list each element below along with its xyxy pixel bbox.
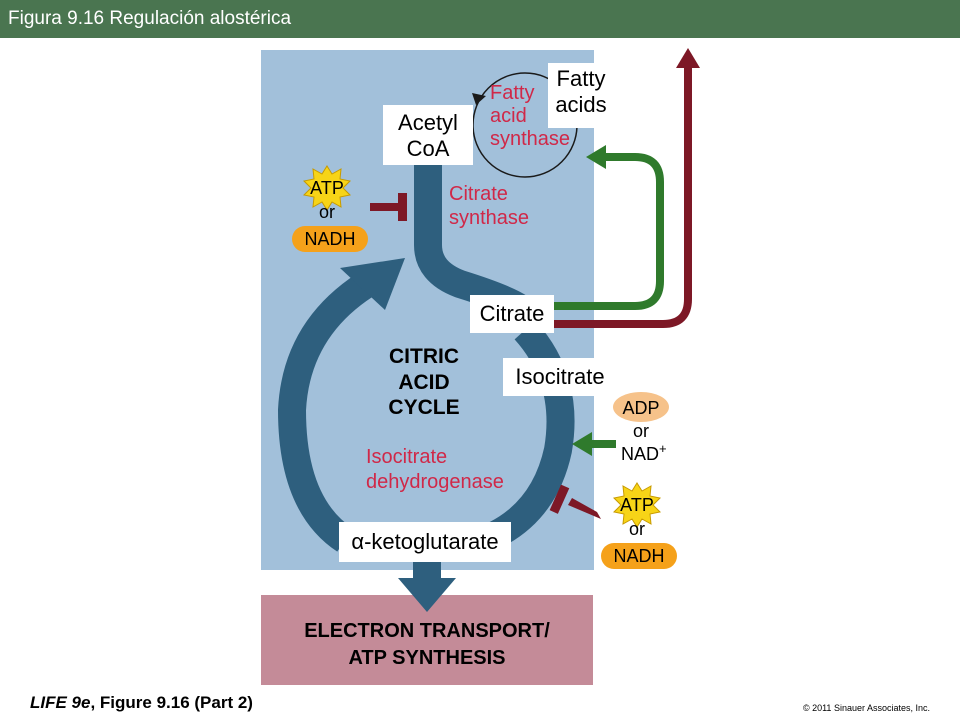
idh-inhibitor-or-label: or [629,519,645,539]
electron-transport-line-1: ELECTRON TRANSPORT/ [304,620,550,642]
atp-burst-icon [302,165,352,211]
idh-activator-or-label: or [633,421,649,441]
citrate-synthase-line-2: synthase [449,207,529,229]
idh-nad-text: NAD [621,444,659,464]
citrate-box [470,295,554,333]
cycle-title-line-3: CYCLE [388,396,459,419]
acetyl-coa-box [383,105,473,165]
fatty-acids-label-line-2: acids [555,92,606,117]
citrate-activation-arrow-head [586,145,606,169]
electron-transport-arrow-head [398,578,456,612]
cycle-arrow-head [340,258,405,310]
idh-atp-label: ATP [620,495,654,515]
fatty-acids-label-line-1: Fatty [557,66,606,91]
citrate-export-arrow [552,68,692,328]
figure-title: Figura 9.16 Regulación alostérica [8,8,292,29]
acetyl-coa-label-line-2: CoA [407,136,450,161]
adp-oval [613,392,669,422]
fatty-acids-box [548,63,614,123]
alpha-ketoglutarate-label: α-ketoglutarate [351,529,498,554]
electron-transport-line-2: ATP SYNTHESIS [348,647,505,669]
fatty-acid-synthase-line-3: synthase [490,128,570,150]
nadh-pill [292,226,368,252]
isocitrate-box [503,358,618,396]
figure-title-bar: Figura 9.16 Regulación alostérica [0,0,960,38]
citrate-synthase-inhibition-bar [370,203,404,211]
idh-nad-superscript: + [659,441,667,456]
citrate-synthase-line-1: Citrate [449,183,508,205]
idh-nadh-pill [601,543,677,569]
idh-activation-bar [590,440,616,448]
cycle-left-arc [277,273,373,552]
citrate-synthase-or-label: or [319,202,335,222]
idh-atp-burst-icon [612,482,662,528]
idh-activation-arrow-head [572,432,592,456]
alpha-ketoglutarate-box [339,522,511,562]
caption-book-title: LIFE 9e [30,693,91,712]
copyright-notice: © 2011 Sinauer Associates, Inc. [802,703,930,713]
cycle-title-line-1: CITRIC [389,345,459,368]
citrate-label: Citrate [480,301,545,326]
citrate-synthase-atp-label: ATP [310,178,344,198]
fatty-acid-synthase-arrow-head [472,93,486,105]
cycle-title-line-2: ACID [398,371,449,394]
idh-inhibition-bar [568,498,601,519]
idh-nadh-label: NADH [613,546,664,566]
isocitrate-label: Isocitrate [515,364,604,389]
fatty-acid-synthase-line-2: acid [490,105,527,127]
figure-caption: LIFE 9e, Figure 9.16 (Part 2) [30,693,253,713]
acetyl-coa-label-line-1: Acetyl [398,110,458,135]
citrate-activation-arrow [552,153,664,310]
idh-nad-label: NAD+ [621,441,667,464]
isocitrate-dehydrogenase-line-2: dehydrogenase [366,471,504,493]
fatty-acid-synthase-line-1: Fatty [490,82,534,104]
idh-inhibition-cap [549,484,570,514]
citrate-synthase-nadh-label: NADH [304,229,355,249]
isocitrate-dehydrogenase-line-1: Isocitrate [366,446,447,468]
idh-adp-label: ADP [622,398,659,418]
caption-figure-ref: , Figure 9.16 (Part 2) [90,693,253,712]
citrate-synthase-inhibition-cap [398,193,407,221]
citrate-export-arrow-head [676,48,700,68]
